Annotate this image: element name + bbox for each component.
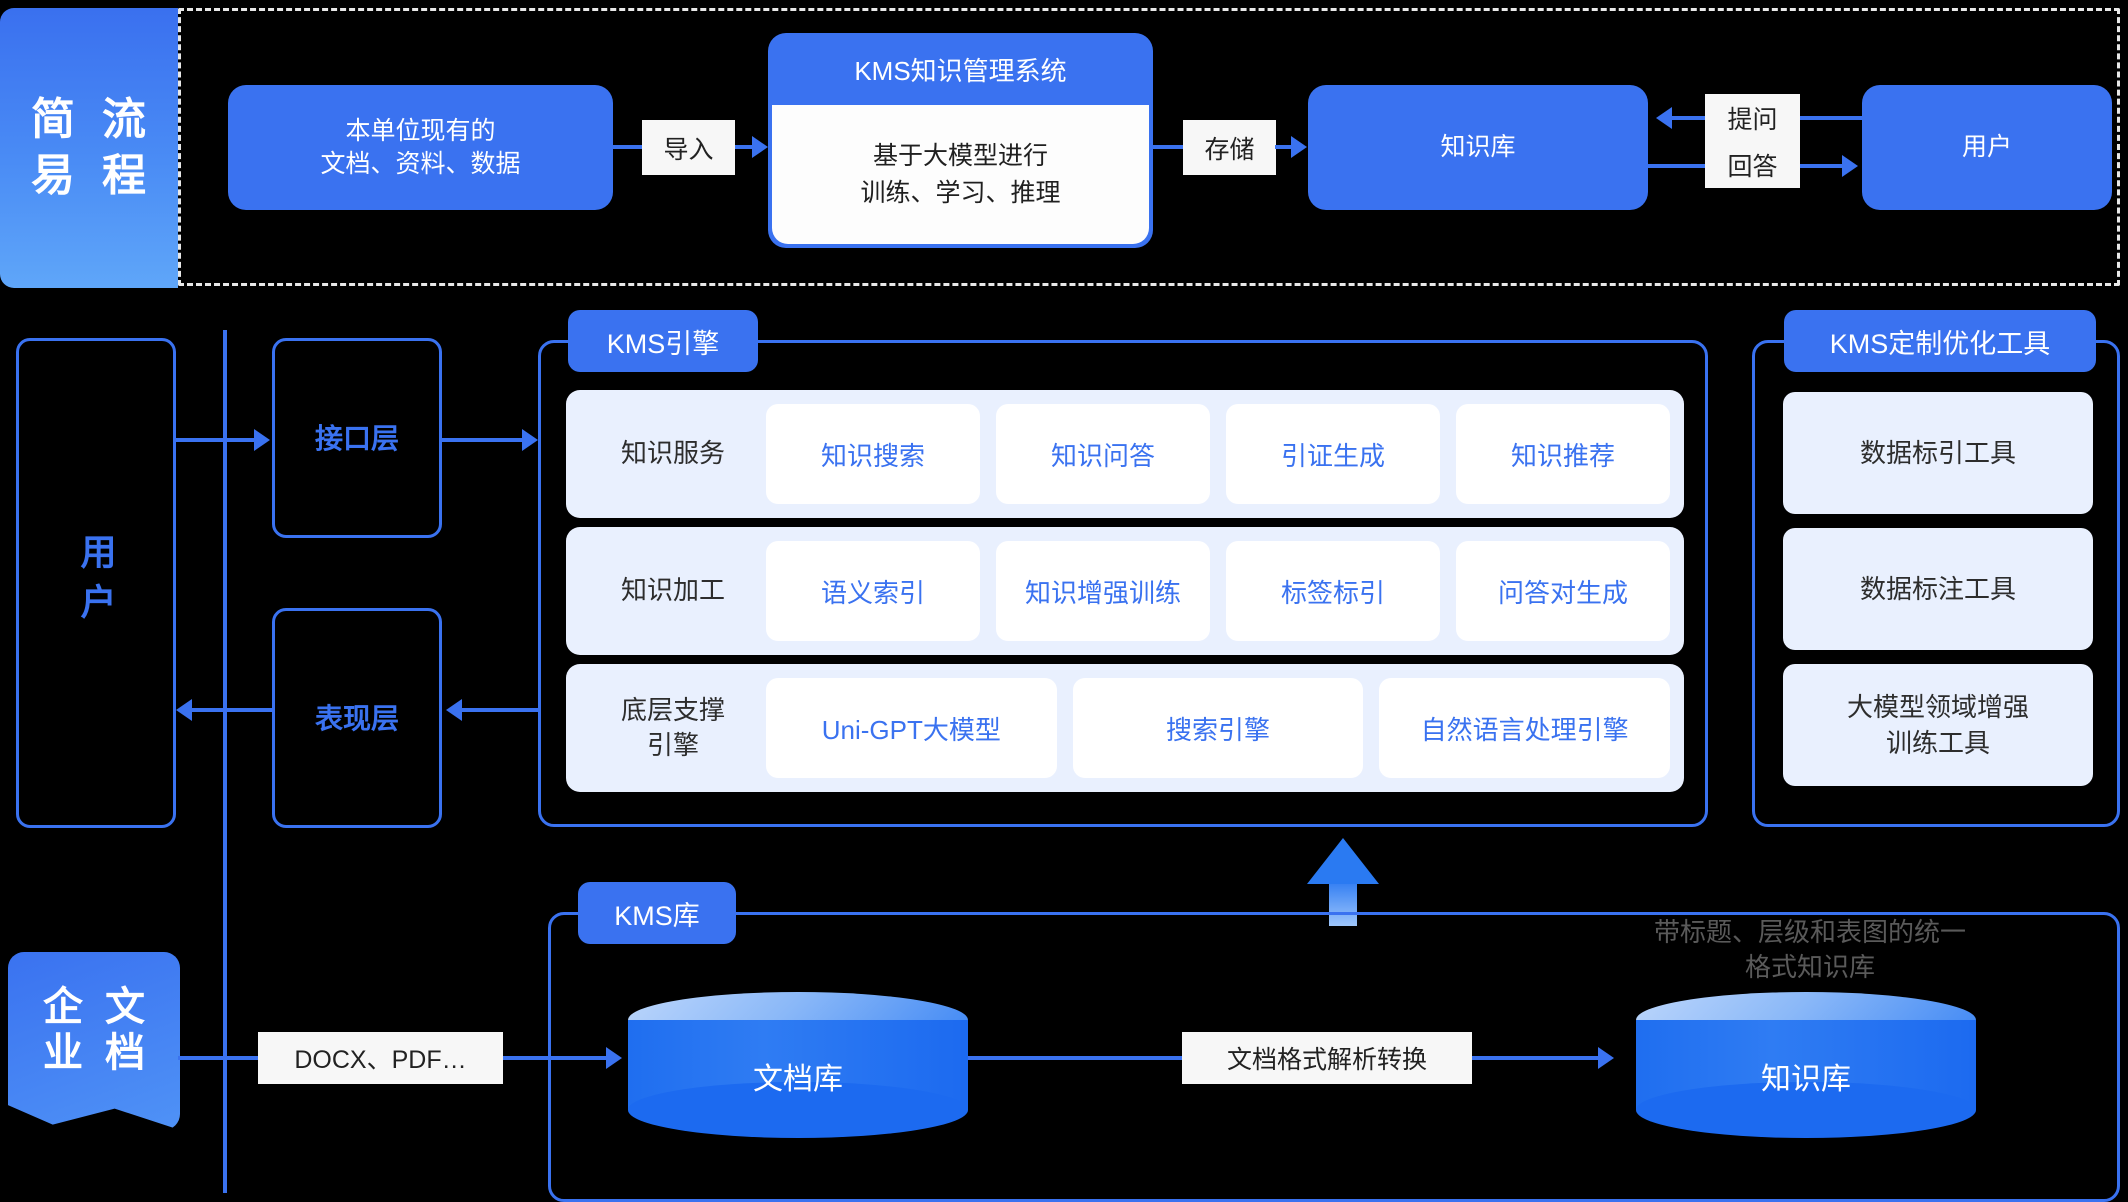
connector-api-engine [442,438,524,442]
engine-cell-search-engine[interactable]: 搜索引擎 [1072,678,1364,778]
document-store-label: 文档库 [753,1063,843,1096]
source-documents-line1: 本单位现有的 [345,116,496,145]
arrow-to-kms [752,136,768,158]
kms-system-title: KMS知识管理系统 [854,55,1067,86]
docx-pdf-label: DOCX、PDF… [258,1032,503,1084]
store-label: 存储 [1183,120,1276,175]
connector-ask-kb [1672,116,1706,120]
engine-cell-knowledge-recommendation[interactable]: 知识推荐 [1456,404,1670,504]
engine-row-2-label-line1: 底层支撑 [620,694,725,725]
import-label: 导入 [642,120,735,175]
user-box-left: 用户 [16,338,176,828]
connector-kms-store [1153,145,1185,149]
banner-char-3: 易 [31,151,76,200]
presentation-layer-box: 表现层 [272,608,442,828]
arrow-to-knowledge-base [1291,136,1307,158]
engine-row-foundation-engine: 底层支撑 引擎 Uni-GPT大模型 搜索引擎 自然语言处理引擎 [566,664,1684,792]
knowledge-base-box-top: 知识库 [1308,85,1648,210]
document-store-cylinder: 文档库 [628,992,968,1138]
connector-engine-presentation [462,708,540,712]
vertical-bus-line [223,330,227,1193]
kms-system-body-line2: 训练、学习、推理 [860,178,1061,207]
tool-data-annotation[interactable]: 数据标注工具 [1783,528,2093,650]
tool-data-indexing[interactable]: 数据标引工具 [1783,392,2093,514]
arrow-to-presentation-layer [446,699,462,721]
connector-source-import [613,145,645,149]
enterprise-doc-char-4: 档 [105,1031,145,1075]
connector-import-kms [735,145,755,149]
engine-row-2-label: 底层支撑 引擎 [580,693,766,763]
arrow-to-engine [522,429,538,451]
arrow-to-knowledge-store [1598,1047,1614,1069]
knowledge-store-note: 带标题、层级和表图的统一 格式知识库 [1640,915,1980,985]
enterprise-doc-char-1: 企 [43,985,83,1029]
engine-cell-knowledge-search[interactable]: 知识搜索 [766,404,980,504]
simple-flow-side-banner: 简 流 易 程 [0,8,178,288]
engine-cell-qa-pair-generation[interactable]: 问答对生成 [1456,541,1670,641]
ask-label: 提问 [1705,94,1800,141]
kms-engine-panel [538,340,1708,827]
banner-char-4: 程 [102,151,147,200]
simple-flow-dashed-region [178,8,2120,286]
engine-row-0-label: 知识服务 [620,438,725,469]
enterprise-document-tag: 企 文 业 档 [8,952,180,1130]
knowledge-store-note-line2: 格式知识库 [1744,952,1875,983]
kms-library-tag: KMS库 [578,882,736,944]
engine-cell-nlp-engine[interactable]: 自然语言处理引擎 [1379,678,1671,778]
tool-2-line1: 大模型领域增强 [1846,691,2029,722]
connector-user-ask [1800,116,1864,120]
knowledge-store-note-line1: 带标题、层级和表图的统一 [1653,917,1966,947]
engine-row-2-label-line2: 引擎 [646,730,699,760]
user-box-left-label: 用户 [75,533,117,633]
engine-row-1-label: 知识加工 [620,575,725,606]
arrow-answer-to-user [1842,155,1858,177]
tool-domain-augmented-training[interactable]: 大模型领域增强 训练工具 [1783,664,2093,786]
connector-docstore-parse [968,1056,1186,1060]
engine-cell-knowledge-qa[interactable]: 知识问答 [996,404,1210,504]
arrow-to-user-left [176,699,192,721]
kms-library-to-engine-arrow-icon [1307,838,1379,926]
engine-cell-citation-generation[interactable]: 引证生成 [1226,404,1440,504]
kms-system-body-line1: 基于大模型进行 [872,142,1048,171]
knowledge-store-cylinder: 知识库 [1636,992,1976,1138]
engine-cell-tag-indexing[interactable]: 标签标引 [1226,541,1440,641]
connector-docx-docstore [503,1056,608,1060]
knowledge-store-label: 知识库 [1761,1063,1851,1096]
connector-kb-answer [1648,164,1708,168]
api-layer-box: 接口层 [272,338,442,538]
engine-row-knowledge-processing: 知识加工 语义索引 知识增强训练 标签标引 问答对生成 [566,527,1684,655]
banner-char-2: 流 [102,94,147,144]
engine-cell-semantic-index[interactable]: 语义索引 [766,541,980,641]
connector-presentation-user [192,708,274,712]
connector-answer-user [1800,164,1844,168]
arrow-to-api-layer [254,429,270,451]
engine-cell-knowledge-augmented-training[interactable]: 知识增强训练 [996,541,1210,641]
source-documents-line2: 文档、资料、数据 [320,149,521,178]
connector-parse-kbstore [1472,1056,1600,1060]
enterprise-doc-char-2: 文 [105,985,145,1029]
engine-row-knowledge-service: 知识服务 知识搜索 知识问答 引证生成 知识推荐 [566,390,1684,518]
source-documents-box: 本单位现有的 文档、资料、数据 [228,85,613,210]
kms-system-card: KMS知识管理系统 基于大模型进行 训练、学习、推理 [768,33,1153,248]
arrow-to-document-store [606,1047,622,1069]
connector-store-kb [1275,145,1293,149]
connector-user-api [176,438,256,442]
kms-system-body: 基于大模型进行 训练、学习、推理 [772,105,1149,244]
kms-tools-tag: KMS定制优化工具 [1784,310,2096,372]
arrow-ask-to-kb [1656,107,1672,129]
enterprise-doc-char-3: 业 [43,1031,83,1075]
answer-label: 回答 [1705,141,1800,188]
engine-cell-uni-gpt-model[interactable]: Uni-GPT大模型 [766,678,1057,778]
connector-entdoc-docx [178,1056,262,1060]
document-parse-label: 文档格式解析转换 [1182,1032,1472,1084]
kms-engine-tag: KMS引擎 [568,310,758,372]
user-box-top: 用户 [1862,85,2112,210]
tool-2-line2: 训练工具 [1885,728,1990,758]
banner-char-1: 简 [31,94,76,144]
